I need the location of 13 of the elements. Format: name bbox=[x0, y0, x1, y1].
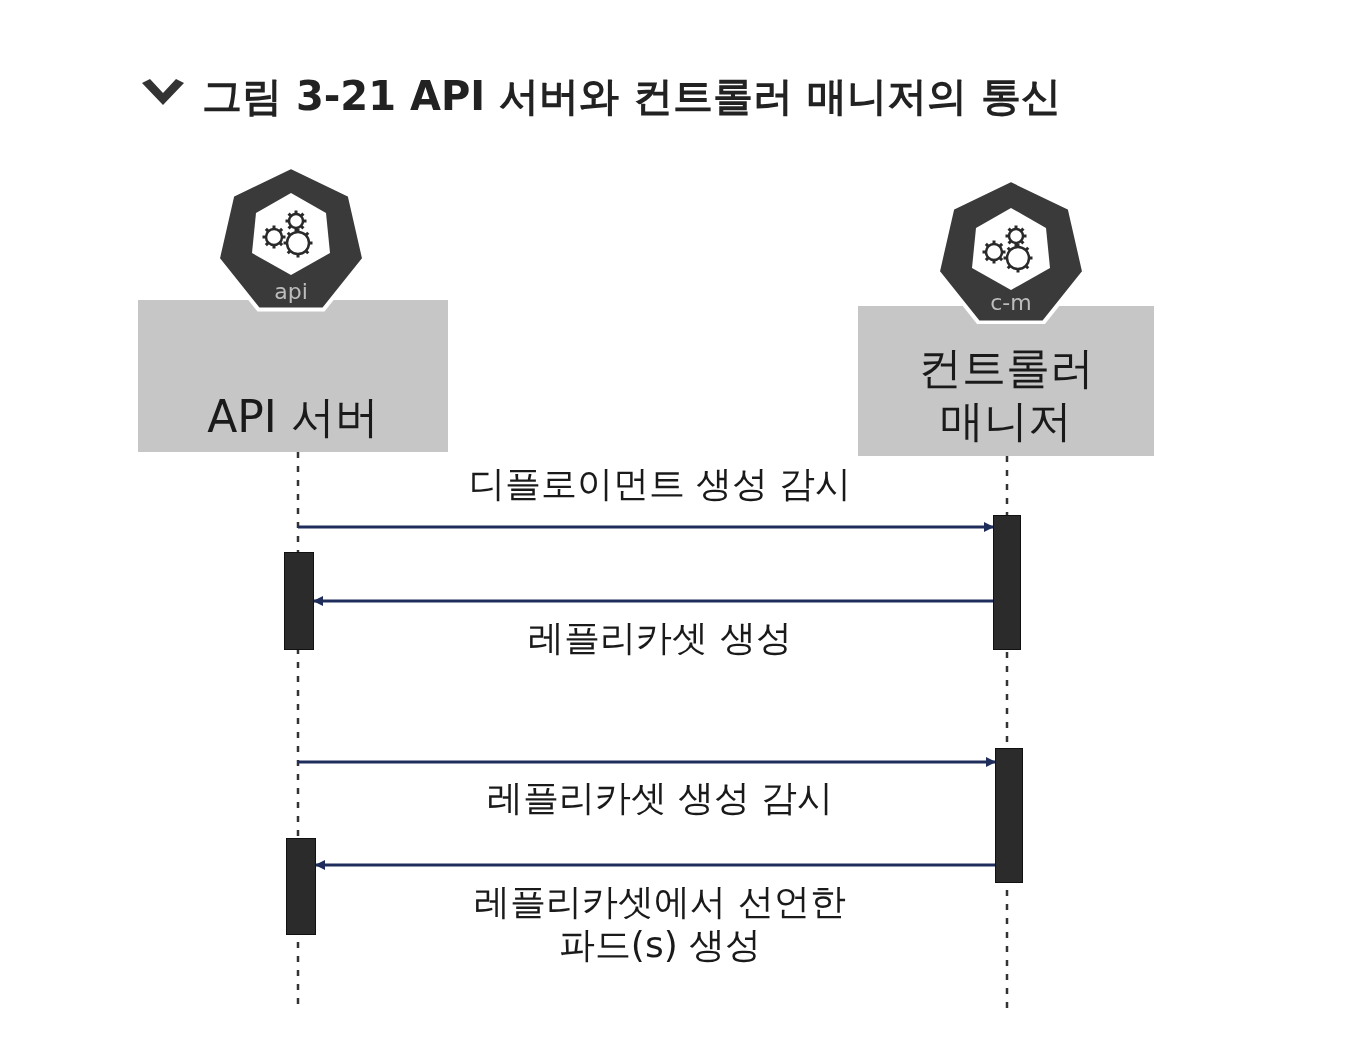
message-arrow bbox=[315, 860, 995, 870]
participant-label: 컨트롤러 매니저 bbox=[917, 342, 1095, 448]
figure-title: 그림 3-21 API 서버와 컨트롤러 매니저의 통신 bbox=[202, 72, 1061, 121]
message-arrow bbox=[313, 596, 993, 606]
participant-label: API 서버 bbox=[207, 391, 379, 444]
activation-bar bbox=[284, 552, 314, 650]
activation-bar bbox=[286, 838, 316, 935]
badge-label: api bbox=[274, 281, 308, 303]
activation-bar bbox=[993, 515, 1021, 650]
activation-bar bbox=[995, 748, 1023, 883]
badge-label: c-m bbox=[990, 292, 1032, 314]
message-arrow bbox=[298, 522, 994, 532]
message-arrow bbox=[298, 757, 996, 767]
